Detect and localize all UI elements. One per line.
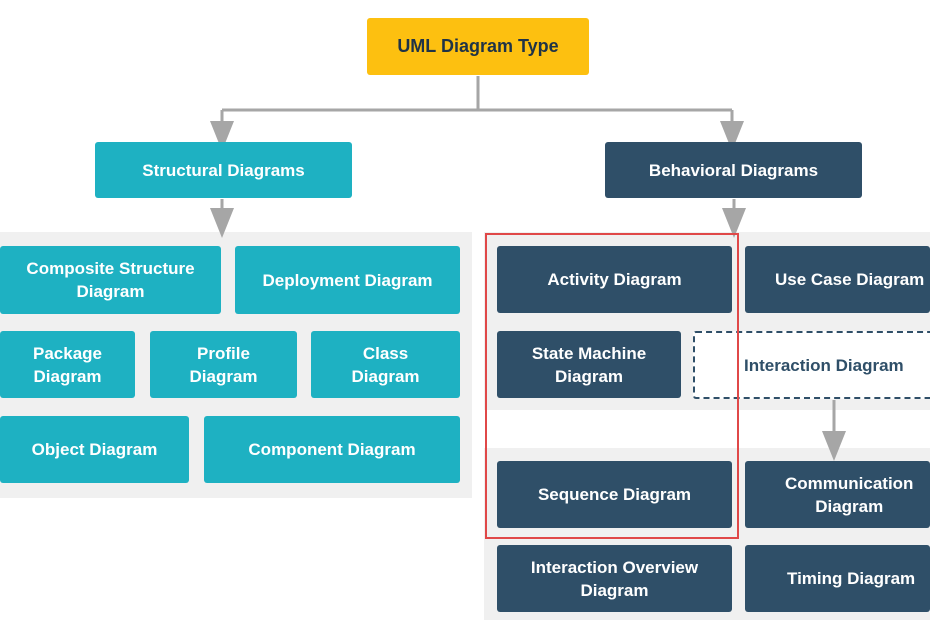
root-node: UML Diagram Type — [367, 18, 589, 75]
state-machine-diagram-node: State Machine Diagram — [497, 331, 681, 398]
composite-structure-diagram-node: Composite Structure Diagram — [0, 246, 221, 314]
activity-diagram-node: Activity Diagram — [497, 246, 732, 313]
highlight-frame — [485, 233, 739, 539]
communication-diagram-node: Communication Diagram — [745, 461, 930, 528]
interaction-diagram-node: Interaction Diagram — [693, 331, 930, 399]
use-case-diagram-node: Use Case Diagram — [745, 246, 930, 313]
deployment-diagram-node: Deployment Diagram — [235, 246, 460, 314]
profile-diagram-node: Profile Diagram — [150, 331, 297, 398]
package-diagram-node: Package Diagram — [0, 331, 135, 398]
behavioral-diagrams-node: Behavioral Diagrams — [605, 142, 862, 198]
structural-diagrams-node: Structural Diagrams — [95, 142, 352, 198]
object-diagram-node: Object Diagram — [0, 416, 189, 483]
component-diagram-node: Component Diagram — [204, 416, 460, 483]
timing-diagram-node: Timing Diagram — [745, 545, 930, 612]
behavioral-panel-gap — [484, 410, 930, 448]
class-diagram-node: Class Diagram — [311, 331, 460, 398]
sequence-diagram-node: Sequence Diagram — [497, 461, 732, 528]
interaction-overview-diagram-node: Interaction Overview Diagram — [497, 545, 732, 612]
